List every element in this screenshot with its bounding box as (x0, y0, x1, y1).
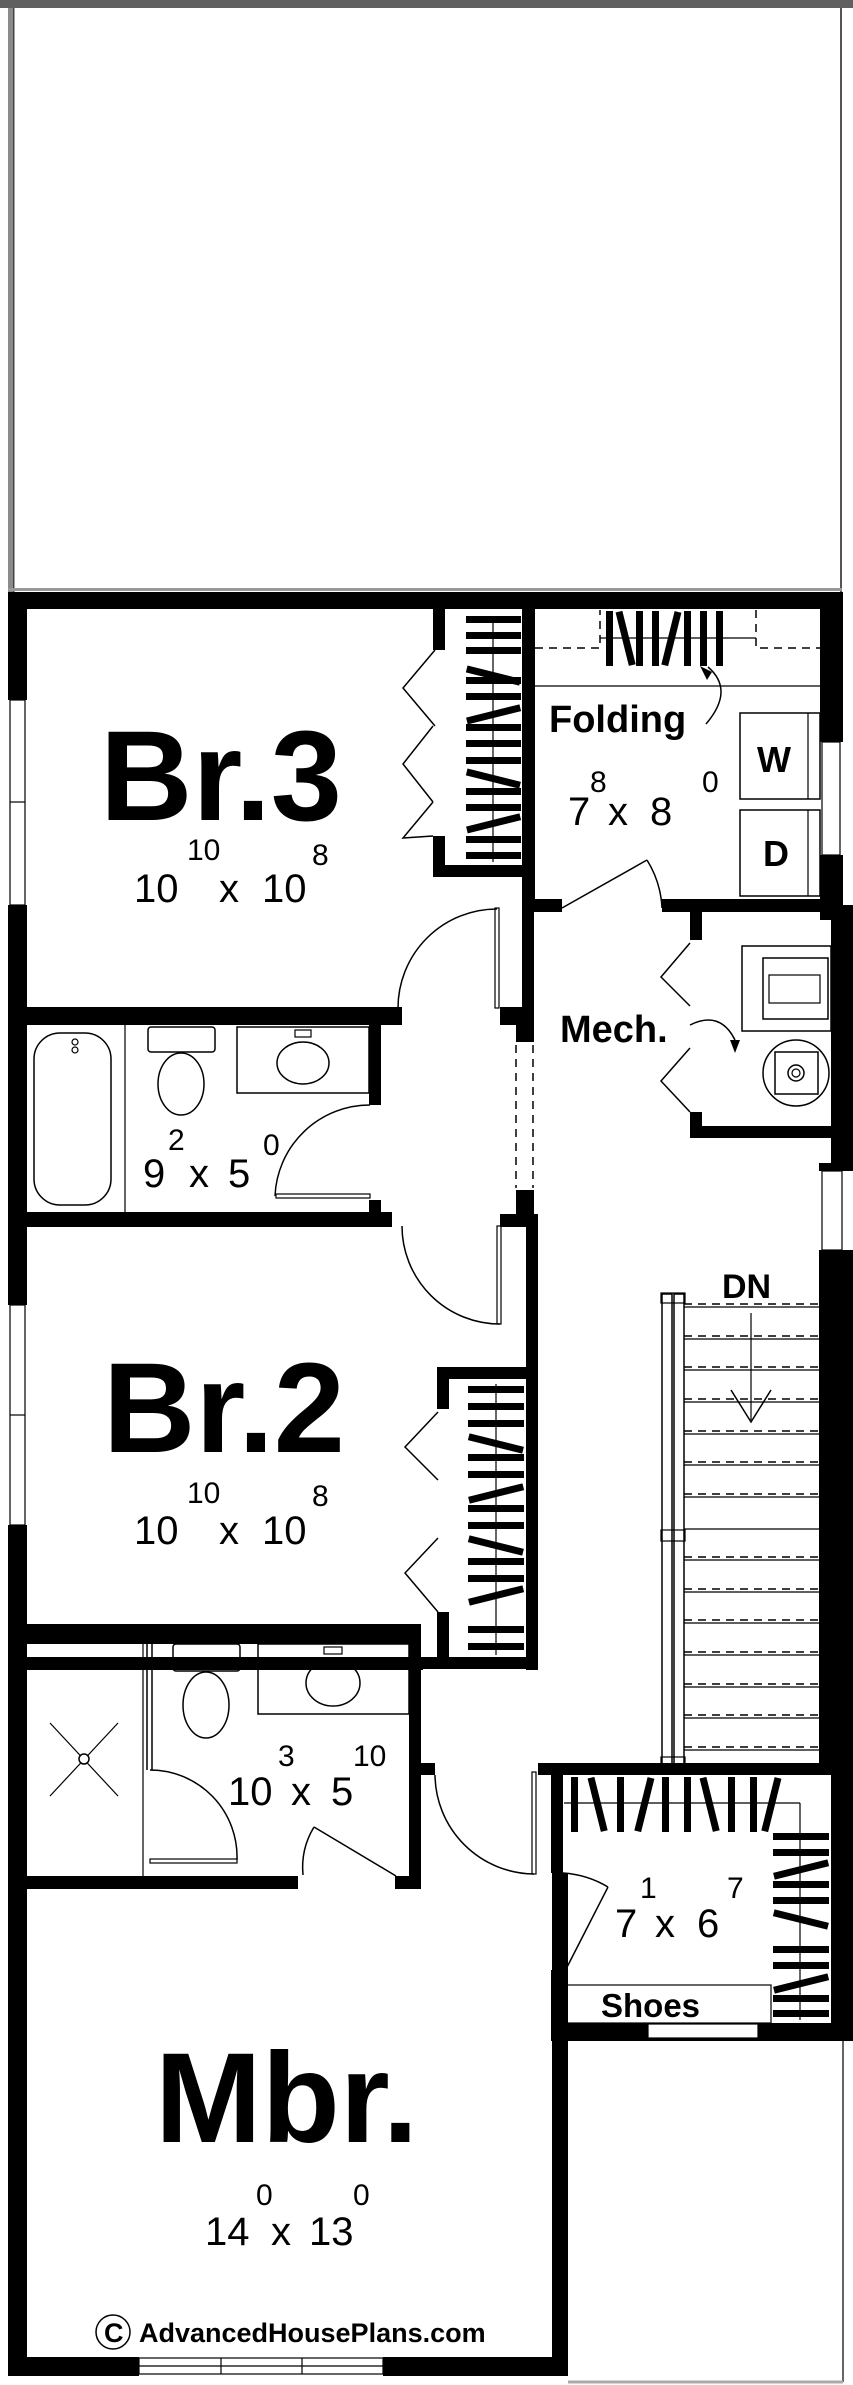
stairs: DN (660, 1268, 819, 1769)
toilet-tank (147, 1026, 216, 1053)
br2-depth-in: 8 (312, 1480, 329, 1513)
bath2-depth-ft: 5 (228, 1152, 250, 1196)
dryer (739, 809, 821, 897)
mbath-times: x (291, 1770, 311, 1814)
mbath-width-in: 3 (278, 1740, 295, 1773)
closet-hangers-br3 (465, 616, 522, 859)
mbath-depth-in: 10 (353, 1740, 386, 1773)
down-arrow-icon (730, 1389, 772, 1424)
stairs-label: DN (722, 1268, 771, 1306)
toilet-bowl (157, 1052, 205, 1116)
shower-drain (78, 1753, 90, 1765)
room-mbr: Mbr. 14 0 x 13 0 (155, 2027, 418, 2254)
water-heater (762, 1039, 830, 1107)
room-mech: Mech. (560, 912, 832, 1138)
toilet-bowl (182, 1671, 230, 1739)
stair-treads (684, 1303, 819, 1751)
br2-width-in: 10 (187, 1477, 220, 1510)
br2-times: x (219, 1509, 239, 1553)
bathtub (33, 1032, 112, 1206)
hall-opening (515, 1020, 534, 1214)
windows (9, 699, 843, 2375)
mbr-depth-in: 0 (353, 2179, 370, 2212)
walk-in-hangers-right (772, 1833, 830, 2017)
washer-label: W (757, 739, 791, 780)
vanity (236, 1026, 370, 1094)
room-walk-in-closet: Shoes 7 1 x 6 7 (421, 1763, 831, 2041)
copyright-text: AdvancedHousePlans.com (139, 2318, 486, 2348)
closet-times: x (655, 1902, 675, 1946)
bath2-width-ft: 9 (143, 1152, 165, 1196)
closet-hangers-br2 (467, 1386, 525, 1650)
laundry-times: x (608, 790, 628, 834)
mbath-width-ft: 10 (228, 1770, 273, 1814)
closet-depth-in: 7 (727, 1872, 744, 1905)
mbr-depth-ft: 13 (309, 2210, 354, 2254)
room-laundry: W D Folding 7 8 x 8 0 (522, 592, 831, 912)
toilet-tank (172, 1643, 241, 1672)
br2-depth-ft: 10 (262, 1509, 307, 1553)
folding-label: Folding (549, 699, 686, 741)
upper-frame (0, 0, 853, 592)
mbr-title: Mbr. (155, 2027, 418, 2170)
stair-rail (661, 1293, 673, 1769)
bath2-depth-in: 0 (263, 1129, 280, 1162)
dryer-label: D (763, 833, 789, 874)
mech-title: Mech. (560, 1009, 668, 1051)
laundry-hangers (606, 610, 723, 667)
copyright: C AdvancedHousePlans.com (95, 2314, 486, 2350)
walk-in-hangers-top (571, 1776, 782, 1833)
laundry-width-ft: 7 (568, 790, 590, 834)
br3-width-ft: 10 (134, 867, 179, 911)
vanity (257, 1643, 410, 1715)
copyright-symbol: C (104, 2318, 124, 2348)
closet-depth-ft: 6 (697, 1902, 719, 1946)
closet-width-ft: 7 (615, 1902, 637, 1946)
sink (276, 1041, 330, 1085)
room-bath2: 9 2 x 5 0 (8, 1007, 392, 1225)
br3-depth-in: 8 (312, 839, 329, 872)
shoes-label: Shoes (601, 1987, 700, 2024)
br2-width-ft: 10 (134, 1509, 179, 1553)
furnace (741, 945, 832, 1032)
laundry-depth-ft: 8 (650, 790, 672, 834)
br3-depth-ft: 10 (262, 867, 307, 911)
room-br2: Br.2 10 10 x 10 8 (8, 1214, 538, 1670)
copyright-icon (95, 2314, 131, 2350)
mbr-width-ft: 14 (205, 2210, 250, 2254)
shoe-shelf (564, 1984, 772, 2024)
bath2-times: x (189, 1152, 209, 1196)
washer (739, 712, 821, 800)
mbath-depth-ft: 5 (331, 1770, 353, 1814)
room-master-bath: 10 3 x 5 10 (8, 1624, 421, 1889)
exterior-walls (8, 592, 853, 2376)
mbr-times: x (271, 2210, 291, 2254)
laundry-width-in: 8 (590, 766, 607, 799)
sink (305, 1659, 361, 1707)
br3-title: Br.3 (100, 705, 342, 848)
room-br3: Br.3 10 10 x 10 8 (8, 608, 534, 1025)
br2-title: Br.2 (103, 1337, 345, 1480)
mbr-width-in: 0 (256, 2179, 273, 2212)
bath2-width-in: 2 (168, 1124, 185, 1157)
laundry-depth-in: 0 (702, 766, 719, 799)
closet-width-in: 1 (640, 1872, 657, 1905)
br3-width-in: 10 (187, 834, 220, 867)
br3-times: x (219, 867, 239, 911)
